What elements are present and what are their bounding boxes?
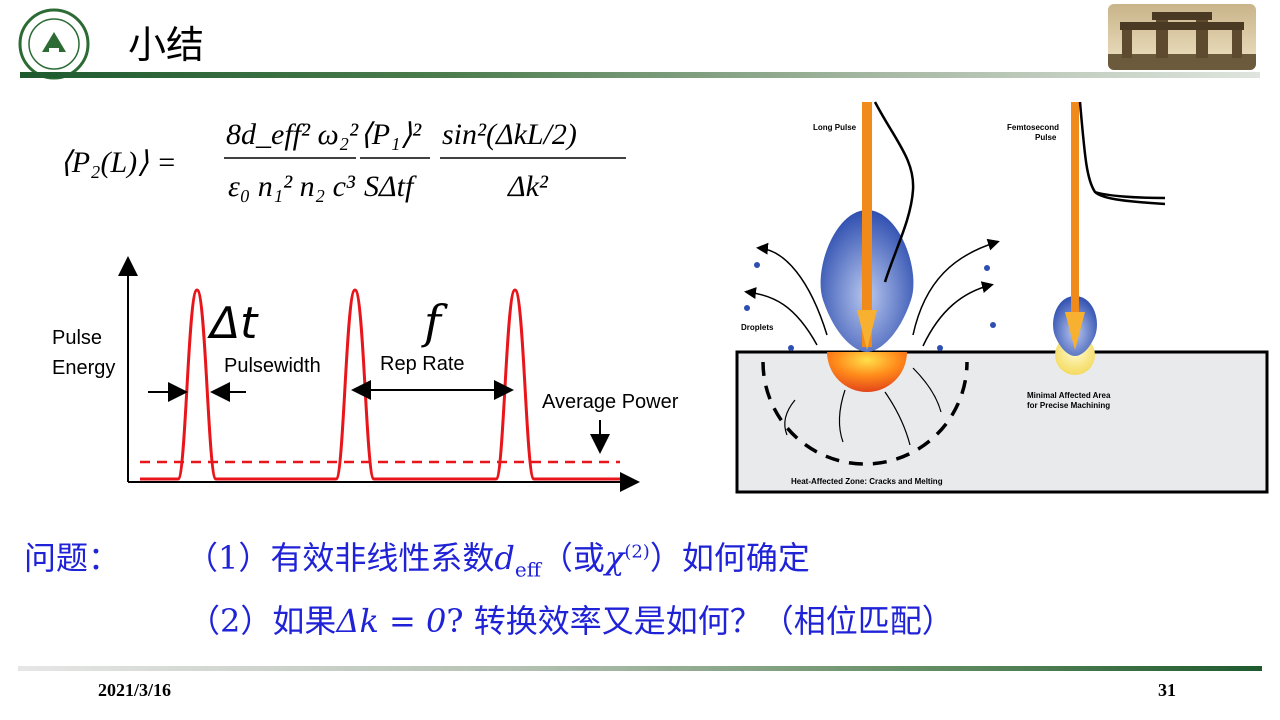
slide-title: 小结 [128,23,205,67]
q1-text-a: （1）有效非线性系数 [186,539,495,577]
question-1: 问题： （1）有效非线性系数deff（或χ(2)）如何确定 [24,533,810,581]
pulse-curve [140,288,620,481]
q1-eff: eff [514,557,541,582]
femto-label-2: Pulse [1035,133,1057,142]
footer-divider [18,666,1262,671]
university-logo [18,8,90,80]
minimal-area-label-1: Minimal Affected Area [1027,391,1111,400]
formula-den3: Δk² [507,170,549,203]
formula-num3: sin²(ΔkL/2) [442,118,577,151]
laser-machining-figure: Long Pulse Femtosecond Pulse Droplets Mi… [735,101,1269,494]
minimal-area-label-2: for Precise Machining [1027,401,1110,410]
question-label: 问题： [24,539,121,577]
page-number: 31 [1158,680,1176,700]
rep-rate-label: Rep Rate [380,353,465,375]
question-2: （2）如果Δk = 0? 转换效率又是如何？（相位匹配） [188,596,954,642]
average-power-label: Average Power [542,391,679,413]
long-pulse-label: Long Pulse [813,123,857,132]
q1-text-b: （或 [540,539,605,577]
pulse-train-figure: Pulse Energy Δt f Pulsewidth Rep Rate Av… [52,256,679,492]
formula-den1: ε₀ n₁² n₂ c³ [228,170,356,203]
q1-d: d [494,539,515,577]
pulsewidth-label: Pulsewidth [224,355,321,377]
power-formula: ⟨P₂(L)⟩ = 8d_eff² ω₂² ε₀ n₁² n₂ c³ ⟨P₁⟩²… [60,118,626,203]
formula-lhs: ⟨P₂(L)⟩ = [60,146,177,179]
q2-math: Δk = 0 [336,602,447,640]
formula-num2: ⟨P₁⟩² [360,118,422,151]
q1-chi: χ [604,539,625,577]
haz-label: Heat-Affected Zone: Cracks and Melting [791,477,943,486]
q2-text-b: ? 转换效率又是如何？（相位匹配） [446,602,954,640]
q2-text-a: （2）如果 [188,602,337,640]
femto-label-1: Femtosecond [1007,123,1059,132]
q1-text-c: ）如何确定 [649,539,810,577]
f-label: f [421,295,448,349]
droplets-label: Droplets [741,323,774,332]
formula-num1: 8d_eff² ω₂² [226,118,359,151]
header-divider [20,72,1260,78]
delta-t-label: Δt [207,298,259,349]
ylabel-energy: Energy [52,357,115,379]
q1-sup: (2) [624,541,650,563]
formula-den2: SΔtf [364,170,417,203]
campus-gate-photo [1108,4,1256,70]
slide-date: 2021/3/16 [98,680,172,700]
ylabel-pulse: Pulse [52,327,102,349]
